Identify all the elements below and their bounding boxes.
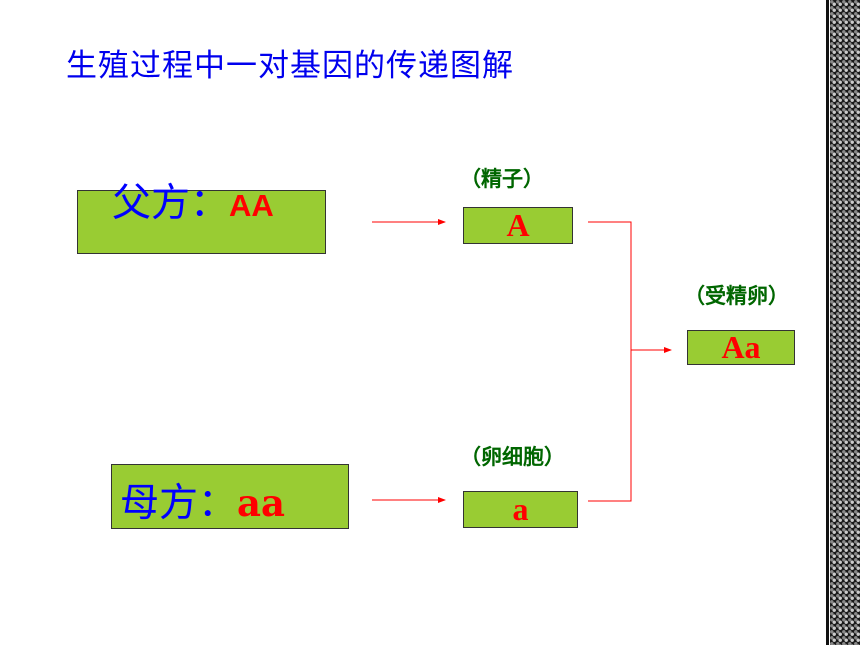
slide-edge-line [826, 0, 829, 645]
sperm-gene-box: A [463, 207, 573, 244]
father-box [77, 190, 326, 254]
father-label-text: 父方： [112, 181, 230, 226]
zygote-gene-box: Aa [687, 329, 795, 365]
sperm-label: （精子） [460, 167, 544, 191]
mother-box [111, 464, 349, 529]
mother-label: 母方：aa [120, 472, 285, 528]
mother-genotype: aa [237, 481, 285, 525]
father-label: 父方：AA [112, 172, 274, 228]
father-genotype: AA [229, 188, 274, 223]
mother-label-text: 母方： [120, 481, 238, 526]
zygote-label: （受精卵） [684, 284, 789, 308]
sperm-bracket-line [588, 221, 632, 502]
slide-edge-decoration [830, 0, 860, 645]
egg-label: （卵细胞） [460, 445, 565, 469]
egg-gene-box: a [463, 491, 578, 528]
page-title: 生殖过程中一对基因的传递图解 [66, 48, 514, 84]
